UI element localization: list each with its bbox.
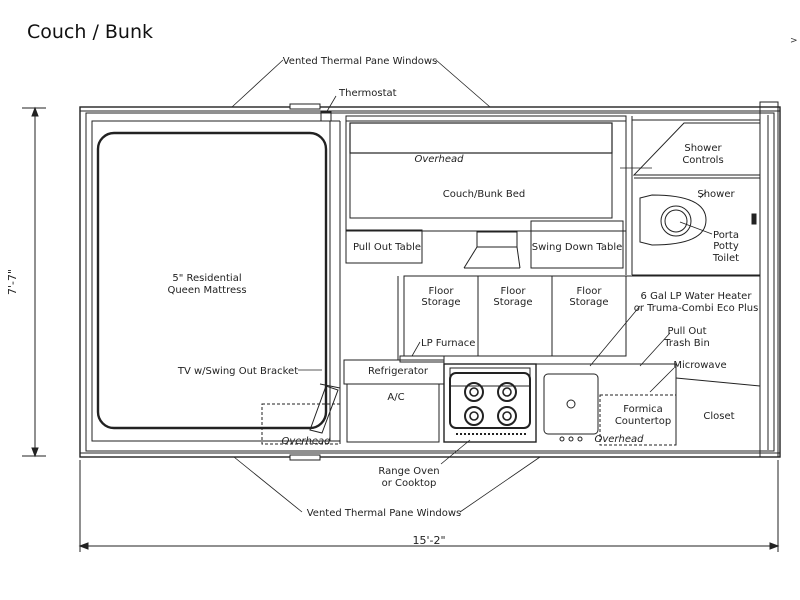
label-windows-top: Vented Thermal Pane Windows bbox=[283, 56, 438, 67]
wet-bath bbox=[625, 116, 761, 276]
label-pull-out-table: Pull Out Table bbox=[353, 242, 421, 253]
labels: Vented Thermal Pane Windows Thermostat O… bbox=[6, 56, 758, 547]
callout-leaders bbox=[231, 59, 713, 513]
table-pedestal bbox=[463, 231, 521, 269]
label-thermostat: Thermostat bbox=[338, 88, 397, 99]
label-floor-storage-2b: Storage bbox=[493, 297, 532, 308]
toilet-bowl bbox=[660, 205, 692, 237]
label-mattress-2: Queen Mattress bbox=[167, 285, 246, 296]
label-shower: Shower bbox=[697, 189, 735, 200]
kitchen-counter bbox=[536, 363, 761, 446]
trailer-outline bbox=[79, 101, 781, 461]
pull-out-table bbox=[345, 229, 423, 264]
label-ac: A/C bbox=[387, 392, 404, 403]
label-formica-2: Countertop bbox=[615, 416, 671, 427]
label-overhead-top: Overhead bbox=[414, 154, 464, 165]
label-water-heater-2: or Truma-Combi Eco Plus bbox=[634, 303, 759, 314]
label-formica-1: Formica bbox=[623, 404, 663, 415]
swing-down-table bbox=[530, 220, 624, 269]
label-swing-down-table: Swing Down Table bbox=[532, 242, 623, 253]
label-tv: TV w/Swing Out Bracket bbox=[177, 366, 298, 377]
label-trash-2: Trash Bin bbox=[663, 338, 710, 349]
label-closet: Closet bbox=[703, 411, 734, 422]
label-overhead-right: Overhead bbox=[594, 434, 644, 445]
dimension-lines bbox=[22, 106, 780, 552]
stray-mark: > bbox=[790, 36, 798, 46]
label-floor-storage-1a: Floor bbox=[429, 286, 455, 297]
label-lp-furnace: LP Furnace bbox=[421, 338, 475, 349]
page-title: Couch / Bunk bbox=[27, 21, 154, 43]
range-cooktop bbox=[443, 363, 537, 443]
label-shower-controls-1: Shower bbox=[684, 143, 722, 154]
label-toilet-2: Potty bbox=[713, 241, 739, 252]
thermostat-box bbox=[320, 111, 332, 122]
label-range-1: Range Oven bbox=[378, 466, 439, 477]
queen-mattress bbox=[91, 120, 341, 442]
label-floor-storage-3a: Floor bbox=[577, 286, 603, 297]
label-microwave: Microwave bbox=[673, 360, 726, 371]
label-shower-controls-2: Controls bbox=[682, 155, 723, 166]
label-water-heater-1: 6 Gal LP Water Heater bbox=[641, 291, 753, 302]
label-overhead-left: Overhead bbox=[281, 436, 331, 447]
label-floor-storage-1b: Storage bbox=[421, 297, 460, 308]
label-toilet-1: Porta bbox=[713, 230, 739, 241]
label-floor-storage-3b: Storage bbox=[569, 297, 608, 308]
label-range-2: or Cooktop bbox=[382, 478, 437, 489]
tv-bracket bbox=[309, 383, 341, 434]
label-couch-bunk: Couch/Bunk Bed bbox=[443, 189, 526, 200]
overhead-left-cabinet bbox=[261, 403, 341, 445]
couch-bunk-bed bbox=[345, 115, 627, 232]
label-dimension-height: 7'-7" bbox=[6, 269, 19, 295]
label-floor-storage-2a: Floor bbox=[501, 286, 527, 297]
label-toilet-3: Toilet bbox=[712, 253, 739, 264]
label-windows-bottom: Vented Thermal Pane Windows bbox=[307, 508, 462, 519]
label-refrigerator: Refrigerator bbox=[368, 366, 429, 377]
label-trash-1: Pull Out bbox=[667, 326, 706, 337]
toilet-shape bbox=[639, 194, 707, 246]
label-mattress-1: 5" Residential bbox=[172, 273, 241, 284]
label-dimension-width: 15'-2" bbox=[412, 534, 445, 547]
